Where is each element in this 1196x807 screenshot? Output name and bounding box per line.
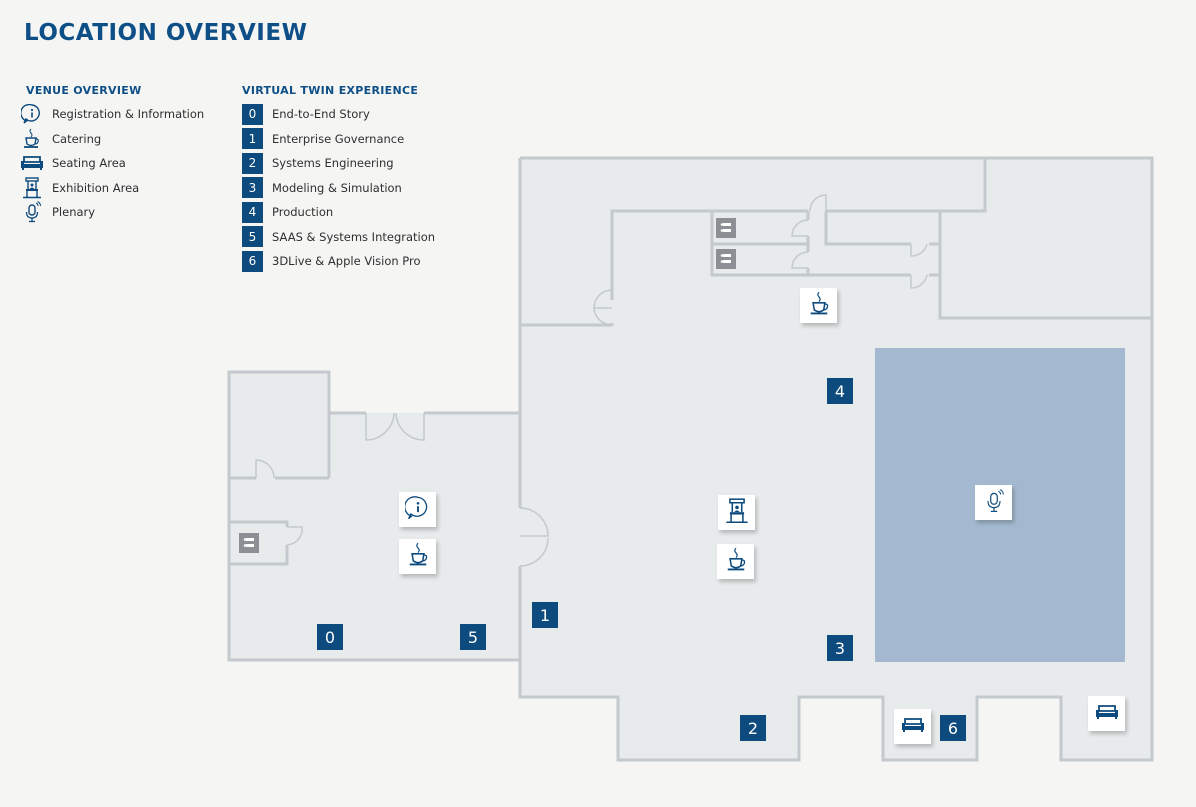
microphone-icon (18, 201, 46, 223)
legend-label: SAAS & Systems Integration (272, 229, 436, 244)
zone-number-badge: 5 (242, 226, 263, 248)
map-marker-seating[interactable] (1088, 696, 1125, 731)
legend-item-seating: Seating Area (18, 151, 204, 176)
restroom-icon[interactable] (716, 218, 736, 238)
info-bubble-icon (18, 103, 46, 125)
legend-item-plenary: Plenary (18, 200, 204, 225)
zone-number-badge: 2 (242, 152, 263, 174)
legend-item-zone-4: 4 Production (242, 200, 435, 225)
zone-number-badge: 3 (242, 177, 263, 199)
restroom-icon[interactable] (239, 533, 259, 553)
legend-label: Production (272, 205, 334, 220)
virtual-twin-heading: VIRTUAL TWIN EXPERIENCE (242, 84, 419, 97)
zone-marker-4[interactable]: 4 (827, 378, 853, 404)
legend-item-zone-0: 0 End-to-End Story (242, 102, 435, 127)
sofa-icon (1093, 702, 1121, 726)
info-bubble-icon (403, 495, 431, 525)
virtual-twin-legend: VIRTUAL TWIN EXPERIENCE 0 End-to-End Sto… (242, 84, 435, 274)
legend-label: Modeling & Simulation (272, 180, 402, 195)
legend-item-zone-1: 1 Enterprise Governance (242, 127, 435, 152)
coffee-cup-icon (18, 128, 46, 150)
map-marker-seating[interactable] (894, 709, 931, 744)
legend-item-zone-5: 5 SAAS & Systems Integration (242, 225, 435, 250)
coffee-cup-icon (406, 542, 430, 572)
zone-marker-2[interactable]: 2 (740, 715, 766, 741)
sofa-icon (899, 715, 927, 739)
legend-item-exhibition: Exhibition Area (18, 176, 204, 201)
exhibition-booth-icon (18, 177, 46, 199)
map-marker-plenary[interactable] (975, 485, 1012, 520)
coffee-cup-icon (724, 547, 748, 577)
legend-item-registration: Registration & Information (18, 102, 204, 127)
zone-marker-3[interactable]: 3 (827, 635, 853, 661)
zone-marker-5[interactable]: 5 (460, 624, 486, 650)
exhibition-booth-icon (724, 497, 750, 528)
legend-label: Plenary (52, 205, 96, 220)
zone-number-badge: 1 (242, 128, 263, 150)
legend-label: Enterprise Governance (272, 131, 405, 146)
legend-item-zone-3: 3 Modeling & Simulation (242, 176, 435, 201)
map-marker-catering[interactable] (800, 288, 837, 323)
legend-label: Seating Area (52, 156, 126, 171)
zone-number-badge: 0 (242, 103, 263, 125)
legend-label: Catering (52, 131, 102, 146)
map-marker-catering[interactable] (399, 539, 436, 574)
map-marker-catering[interactable] (717, 544, 754, 579)
zone-number-badge: 6 (242, 250, 263, 272)
zone-marker-6[interactable]: 6 (940, 715, 966, 741)
page-title: LOCATION OVERVIEW (24, 20, 308, 46)
legend-label: Systems Engineering (272, 156, 394, 171)
legend-item-zone-2: 2 Systems Engineering (242, 151, 435, 176)
legend-item-zone-6: 6 3DLive & Apple Vision Pro (242, 249, 435, 274)
walls (227, 156, 1154, 762)
map-marker-registration[interactable] (399, 492, 436, 527)
zone-marker-1[interactable]: 1 (532, 602, 558, 628)
zone-number-badge: 4 (242, 201, 263, 223)
zone-marker-0[interactable]: 0 (317, 624, 343, 650)
venue-overview-heading: VENUE OVERVIEW (26, 84, 142, 97)
legend-item-catering: Catering (18, 127, 204, 152)
doors (255, 194, 928, 567)
restroom-icon[interactable] (716, 249, 736, 269)
coffee-cup-icon (807, 291, 831, 321)
legend-label: Registration & Information (52, 107, 205, 122)
sofa-icon (18, 152, 46, 174)
legend-label: Exhibition Area (52, 180, 140, 195)
venue-overview-legend: VENUE OVERVIEW Registration & Informatio… (18, 84, 204, 225)
microphone-icon (982, 488, 1006, 518)
legend-label: End-to-End Story (272, 107, 370, 122)
map-marker-exhibition[interactable] (718, 495, 755, 530)
legend-label: 3DLive & Apple Vision Pro (272, 254, 421, 269)
